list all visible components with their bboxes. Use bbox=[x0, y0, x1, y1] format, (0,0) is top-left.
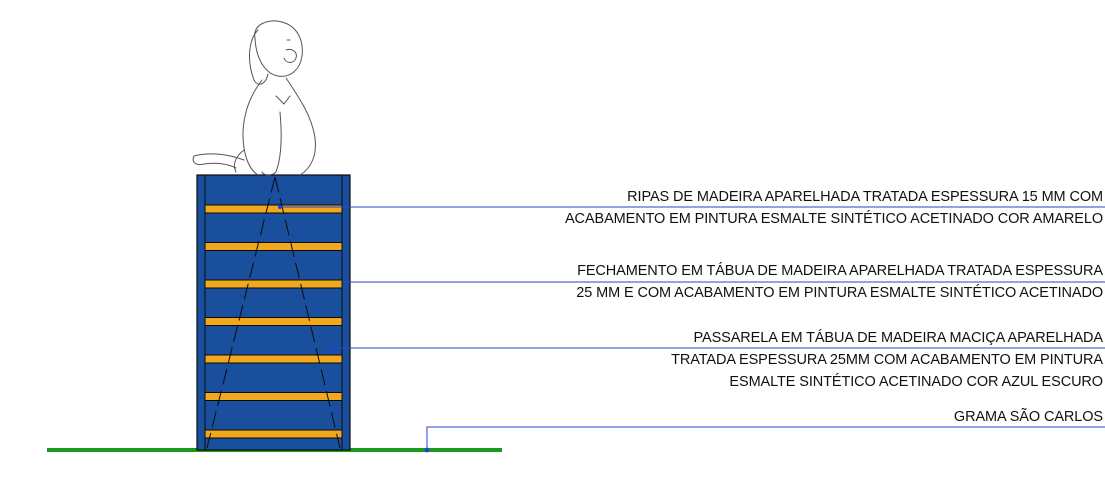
label-enclosure: FECHAMENTO EM TÁBUA DE MADEIRA APARELHAD… bbox=[576, 260, 1103, 304]
label-slats: RIPAS DE MADEIRA APARELHADA TRATADA ESPE… bbox=[565, 186, 1103, 230]
label-enclosure-line1: FECHAMENTO EM TÁBUA DE MADEIRA APARELHAD… bbox=[577, 263, 1103, 279]
slat-4 bbox=[204, 317, 343, 326]
leader-slats-dot bbox=[278, 205, 282, 209]
leader-walkway-dot bbox=[331, 346, 335, 350]
dog-illustration bbox=[192, 20, 316, 176]
label-enclosure-line2: 25 MM E COM ACABAMENTO EM PINTURA ESMALT… bbox=[576, 285, 1103, 301]
dog-snout bbox=[283, 49, 297, 63]
slat-6 bbox=[204, 392, 343, 401]
leader-grass-dot bbox=[424, 447, 430, 453]
label-grass-line1: GRAMA SÃO CARLOS bbox=[953, 409, 1103, 425]
dog-ear bbox=[249, 29, 269, 85]
dog-body bbox=[242, 77, 316, 176]
label-walkway: PASSARELA EM TÁBUA DE MADEIRA MACIÇA APA… bbox=[671, 327, 1103, 393]
dog-front-leg bbox=[261, 111, 282, 176]
label-grass: GRAMA SÃO CARLOS bbox=[954, 406, 1103, 428]
dog-chest bbox=[275, 95, 291, 105]
tower-structure bbox=[196, 174, 351, 451]
leader-lines bbox=[278, 205, 1105, 453]
slat-5 bbox=[204, 354, 343, 364]
dog-hind-leg bbox=[233, 149, 245, 173]
slat-2 bbox=[204, 242, 343, 251]
slat-1 bbox=[204, 204, 343, 214]
slat-group bbox=[204, 204, 343, 439]
label-walkway-line2: TRATADA ESPESSURA 25MM COM ACABAMENTO EM… bbox=[671, 352, 1103, 368]
label-walkway-line3: ESMALTE SINTÉTICO ACETINADO COR AZUL ESC… bbox=[729, 374, 1103, 390]
label-walkway-line1: PASSARELA EM TÁBUA DE MADEIRA MACIÇA APA… bbox=[693, 330, 1104, 346]
tower-body bbox=[196, 174, 351, 451]
label-slats-line1: RIPAS DE MADEIRA APARELHADA TRATADA ESPE… bbox=[627, 189, 1103, 205]
slat-3 bbox=[204, 279, 343, 289]
dog-tail bbox=[192, 153, 245, 169]
slat-7 bbox=[204, 429, 343, 439]
leader-grass bbox=[426, 426, 1105, 450]
hidden-edge-right bbox=[274, 176, 341, 449]
dog-head bbox=[254, 20, 303, 77]
label-slats-line2: ACABAMENTO EM PINTURA ESMALTE SINTÉTICO … bbox=[564, 211, 1103, 227]
hidden-edge-left bbox=[206, 176, 276, 449]
